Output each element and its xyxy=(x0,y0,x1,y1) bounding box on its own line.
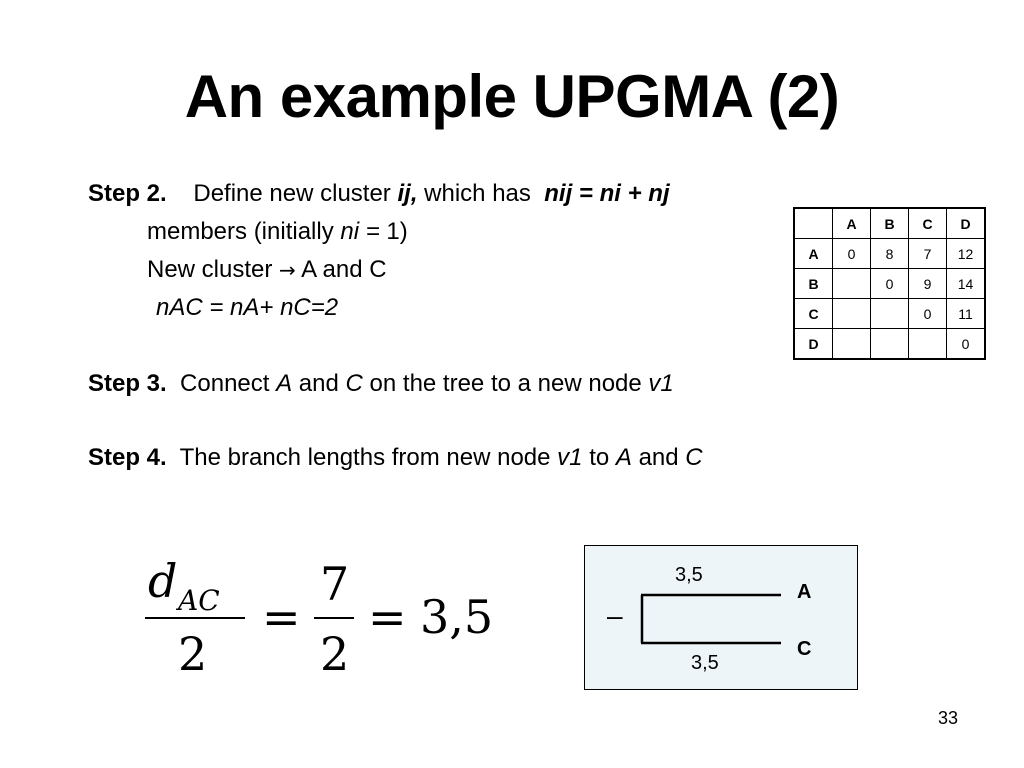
tree-lines xyxy=(640,593,781,645)
matrix-cell: 0 xyxy=(832,238,871,269)
matrix-cell xyxy=(832,268,871,299)
matrix-row: C 0 11 xyxy=(793,298,986,329)
step4-text-c: and xyxy=(638,444,679,471)
matrix-corner xyxy=(793,207,833,239)
step2-line2-a: members (initially xyxy=(147,218,334,245)
step3-text-a: Connect xyxy=(180,370,270,397)
tree-leaf-a: A xyxy=(797,581,812,603)
matrix-row-header: D xyxy=(793,328,833,360)
step2-line2-b: 1) xyxy=(386,218,408,245)
step2-line3-b: A and C xyxy=(301,256,387,283)
matrix-col-header: D xyxy=(946,207,986,239)
tree-root-mark: – xyxy=(607,600,623,631)
equation-result: 3,5 xyxy=(420,590,493,644)
step2-line2-var: ni = xyxy=(340,218,380,245)
step2-line4: nAC = nA+ nC=2 xyxy=(156,294,339,321)
slide-title: An example UPGMA (2) xyxy=(184,63,840,130)
matrix-col-header: B xyxy=(870,207,909,239)
matrix-row-header: A xyxy=(793,238,833,269)
matrix-cell: 0 xyxy=(946,328,986,360)
step2-line1: Step 2. Define new cluster ij, which has… xyxy=(88,180,670,208)
step4-text-a: The branch lengths from new node xyxy=(179,444,551,471)
equation-denominator-2: 2 xyxy=(320,627,349,681)
equation-denominator-1: 2 xyxy=(178,627,207,681)
matrix-row: A 0 8 7 12 xyxy=(793,238,986,269)
tree-diagram: – 3,5 3,5 A C xyxy=(584,545,858,690)
step2-cluster: ij, xyxy=(397,180,418,207)
step4-node: v1 xyxy=(557,444,583,471)
equation-subscript: AC xyxy=(175,584,220,617)
step4-var-a: A xyxy=(615,444,632,471)
branch-length-equation: d AC 2 = 7 2 = 3,5 xyxy=(145,555,493,681)
step2-label: Step 2. xyxy=(88,180,167,207)
step3-var-c: C xyxy=(345,370,363,397)
matrix-cell: 8 xyxy=(870,238,909,269)
matrix-cell xyxy=(870,298,909,329)
matrix-cell xyxy=(832,328,871,360)
step3-text-c: on the tree to a new node xyxy=(369,370,642,397)
matrix-row: B 0 9 14 xyxy=(793,268,986,299)
matrix-col-header: A xyxy=(832,207,871,239)
equation-d: d xyxy=(148,555,177,608)
step3-text-b: and xyxy=(298,370,339,397)
step4-label: Step 4. xyxy=(88,444,167,471)
matrix-row-header: B xyxy=(793,268,833,299)
step4-line: Step 4. The branch lengths from new node… xyxy=(88,444,703,472)
matrix-cell xyxy=(870,328,909,360)
matrix-cell: 0 xyxy=(870,268,909,299)
step2-line3: New cluster → A and C xyxy=(147,256,387,284)
step2-formula: nij = ni + nj xyxy=(544,180,670,207)
equation-equals-1: = xyxy=(262,590,301,644)
step2-text-a: Define new cluster xyxy=(193,180,391,207)
step3-line: Step 3. Connect A and C on the tree to a… xyxy=(88,370,674,398)
equation-equals-2: = xyxy=(368,590,407,644)
matrix-cell xyxy=(908,328,947,360)
distance-matrix: A B C D A 0 8 7 12 B 0 9 14 C 0 11 D 0 xyxy=(793,207,986,360)
matrix-row: D 0 xyxy=(793,328,986,360)
matrix-cell: 12 xyxy=(946,238,986,269)
equation-numerator-2: 7 xyxy=(320,557,349,611)
tree-branch-bottom-length: 3,5 xyxy=(691,652,719,674)
matrix-cell: 7 xyxy=(908,238,947,269)
matrix-cell: 14 xyxy=(946,268,986,299)
matrix-header-row: A B C D xyxy=(793,207,986,239)
matrix-row-header: C xyxy=(793,298,833,329)
matrix-col-header: C xyxy=(908,207,947,239)
step2-line3-a: New cluster xyxy=(147,256,273,283)
step4-var-c: C xyxy=(685,444,703,471)
arrow-right-icon: → xyxy=(279,258,296,282)
step2-text-b: which has xyxy=(424,180,531,207)
tree-branch-top-length: 3,5 xyxy=(675,564,703,586)
step3-node: v1 xyxy=(648,370,674,397)
matrix-cell: 9 xyxy=(908,268,947,299)
matrix-cell: 11 xyxy=(946,298,986,329)
step3-var-a: A xyxy=(276,370,293,397)
step4-text-b: to xyxy=(589,444,610,471)
step3-label: Step 3. xyxy=(88,370,167,397)
tree-leaf-c: C xyxy=(797,638,812,660)
step2-line2: members (initially ni = 1) xyxy=(147,218,408,246)
page-number: 33 xyxy=(938,708,959,728)
matrix-cell xyxy=(832,298,871,329)
matrix-cell: 0 xyxy=(908,298,947,329)
